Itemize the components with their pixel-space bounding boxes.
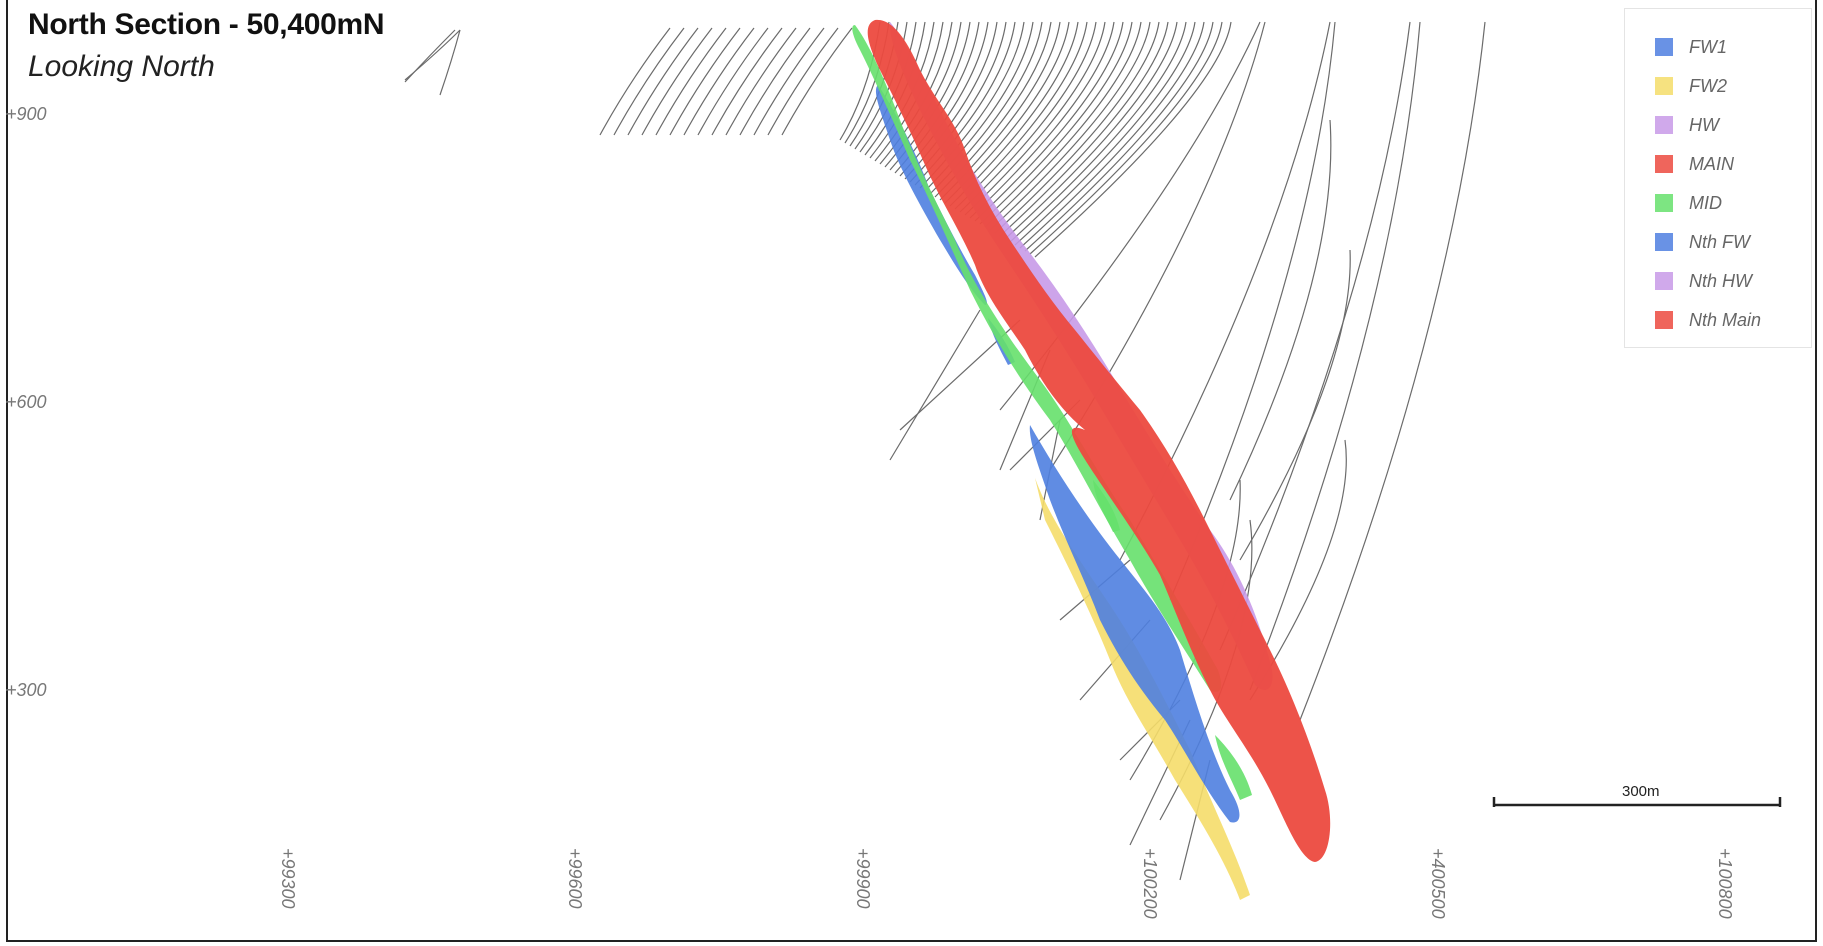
legend-item-mid: MID (1655, 191, 1722, 215)
legend-label: Nth HW (1689, 270, 1752, 291)
elevation-label-300: +300 (6, 680, 47, 700)
y-ticks (6, 113, 16, 691)
legend-label: FW1 (1689, 36, 1727, 57)
lode-fw1 (1029, 425, 1240, 823)
drillhole-trace (889, 309, 981, 461)
drillhole-trace (697, 27, 769, 136)
drillhole-trace (969, 21, 1115, 219)
drillhole-trace (1169, 21, 1336, 601)
drillhole-trace (1024, 21, 1214, 252)
legend-label: MAIN (1689, 153, 1734, 174)
section-title: North Section - 50,400mN (28, 8, 385, 41)
drillhole-trace (1249, 21, 1421, 691)
drillhole-trace (781, 27, 853, 136)
drillhole-trace (655, 27, 727, 136)
legend-item-main: MAIN (1655, 152, 1734, 176)
drillhole-trace (1004, 21, 1178, 240)
legend-item-hw: HW (1655, 113, 1719, 137)
drillhole-trace (964, 21, 1106, 216)
drillhole-trace (979, 21, 1133, 225)
legend-label: MID (1689, 192, 1722, 213)
drillhole-trace (1219, 21, 1411, 651)
drillhole-trace (767, 27, 839, 136)
scale-bar-label: 300m (1622, 783, 1660, 800)
easting-label-400500: +400500 (1428, 848, 1448, 919)
legend-label: Nth Main (1689, 309, 1762, 330)
drillhole-trace (1029, 21, 1223, 255)
lode-mid-pod-2 (1215, 735, 1252, 800)
drillhole-trace (753, 27, 825, 136)
legend-label: HW (1689, 114, 1719, 135)
easting-label-99300: +99300 (278, 848, 298, 909)
legend-label: FW2 (1689, 75, 1727, 96)
drillhole-trace (999, 21, 1169, 237)
view-direction: Looking North (28, 50, 215, 83)
drillhole-trace (725, 27, 797, 136)
legend-label: Nth FW (1689, 231, 1750, 252)
drillhole-trace (599, 27, 671, 136)
drillhole-trace (959, 21, 1097, 213)
drillhole-trace (739, 27, 811, 136)
drillhole-trace (949, 21, 1079, 207)
drillhole-trace (669, 27, 741, 136)
legend-swatch (1655, 116, 1673, 134)
easting-label-100200: +100200 (1140, 848, 1160, 919)
legend-swatch (1655, 233, 1673, 251)
drillhole-trace (1299, 21, 1486, 721)
drillhole-trace (1239, 249, 1351, 561)
drillhole-trace (1019, 21, 1205, 249)
legend-swatch (1655, 38, 1673, 56)
drillhole-trace (954, 21, 1088, 210)
lode-main (867, 19, 1331, 862)
legend-item-fw1: FW1 (1655, 35, 1727, 59)
easting-label-99600: +99600 (565, 848, 585, 909)
drillhole-trace (1229, 119, 1332, 501)
elevation-label-900: +900 (6, 104, 47, 124)
drillhole-trace (899, 21, 989, 177)
legend-swatch (1655, 77, 1673, 95)
easting-label-99900: +99900 (853, 848, 873, 909)
legend-item-fw2: FW2 (1655, 74, 1727, 98)
legend-swatch (1655, 272, 1673, 290)
legend-swatch (1655, 155, 1673, 173)
drillhole-trace (613, 27, 685, 136)
drillhole-trace (1034, 21, 1232, 258)
legend-item-nth-fw: Nth FW (1655, 230, 1750, 254)
legend-item-nth-main: Nth Main (1655, 308, 1761, 332)
drillhole-trace (984, 21, 1142, 228)
legend-item-nth-hw: Nth HW (1655, 269, 1752, 293)
drillhole-trace (989, 21, 1151, 231)
drillhole-trace (1009, 21, 1187, 243)
drillhole-trace (711, 27, 783, 136)
drillhole-trace (404, 29, 456, 83)
drillhole-trace (641, 27, 713, 136)
elevation-label-600: +600 (6, 392, 47, 412)
easting-label-100800: +100800 (1715, 848, 1735, 919)
legend: FW1 FW2 HW MAIN MID Nth FW Nth HW Nth Ma… (1624, 8, 1812, 348)
drillhole-trace (994, 21, 1160, 234)
lode-mid-pod (1093, 480, 1120, 532)
scale-bar (1492, 797, 1782, 807)
legend-swatch (1655, 311, 1673, 329)
drillhole-trace (899, 319, 1021, 431)
drillhole-trace (439, 29, 461, 96)
drillhole-trace (974, 21, 1124, 222)
drillhole-trace (627, 27, 699, 136)
legend-swatch (1655, 194, 1673, 212)
drillhole-trace (1014, 21, 1196, 246)
drillhole-trace (1249, 439, 1347, 701)
drillhole-trace (683, 27, 755, 136)
